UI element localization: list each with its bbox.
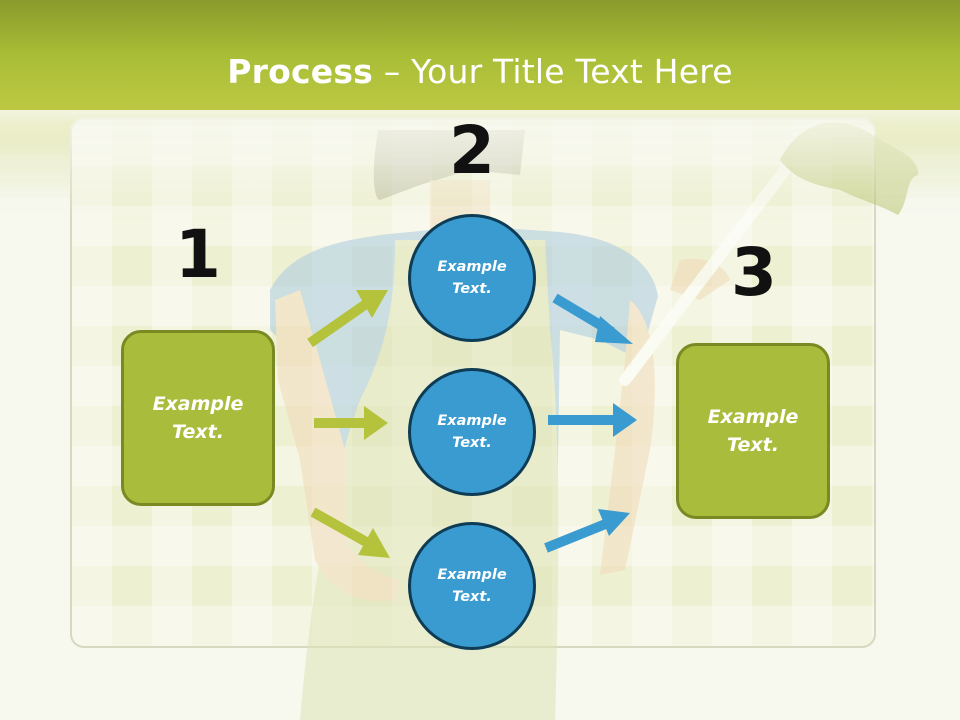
panel-fade bbox=[0, 110, 960, 220]
arrow-circle-3-to-step3 bbox=[544, 509, 630, 553]
step2-circle-2: Example Text. bbox=[408, 368, 536, 496]
step1-box: Example Text. bbox=[121, 330, 275, 506]
title-strong: Process bbox=[227, 52, 374, 91]
step3-box-text: Example Text. bbox=[707, 405, 799, 457]
step2-circle-1-text: Example Text. bbox=[437, 258, 507, 297]
step2-circle-3: Example Text. bbox=[408, 522, 536, 650]
arrow-step1-to-circle-1 bbox=[307, 290, 388, 348]
arrow-circle-1-to-step3 bbox=[552, 293, 633, 344]
step1-box-text: Example Text. bbox=[152, 392, 244, 444]
step-number-1: 1 bbox=[175, 216, 221, 293]
green-arrows bbox=[307, 290, 390, 558]
step2-circle-1: Example Text. bbox=[408, 214, 536, 342]
arrow-circle-2-to-step3 bbox=[548, 403, 637, 437]
step-number-3: 3 bbox=[731, 234, 777, 311]
slide-title: Process – Your Title Text Here bbox=[0, 52, 960, 91]
title-rest: – Your Title Text Here bbox=[373, 52, 733, 91]
blue-arrows bbox=[544, 293, 637, 553]
step2-circle-2-text: Example Text. bbox=[437, 412, 507, 451]
step2-circle-3-text: Example Text. bbox=[437, 566, 507, 605]
arrow-step1-to-circle-2 bbox=[314, 406, 388, 440]
arrow-step1-to-circle-3 bbox=[310, 507, 390, 558]
step3-box: Example Text. bbox=[676, 343, 830, 519]
step-number-2: 2 bbox=[449, 112, 495, 189]
